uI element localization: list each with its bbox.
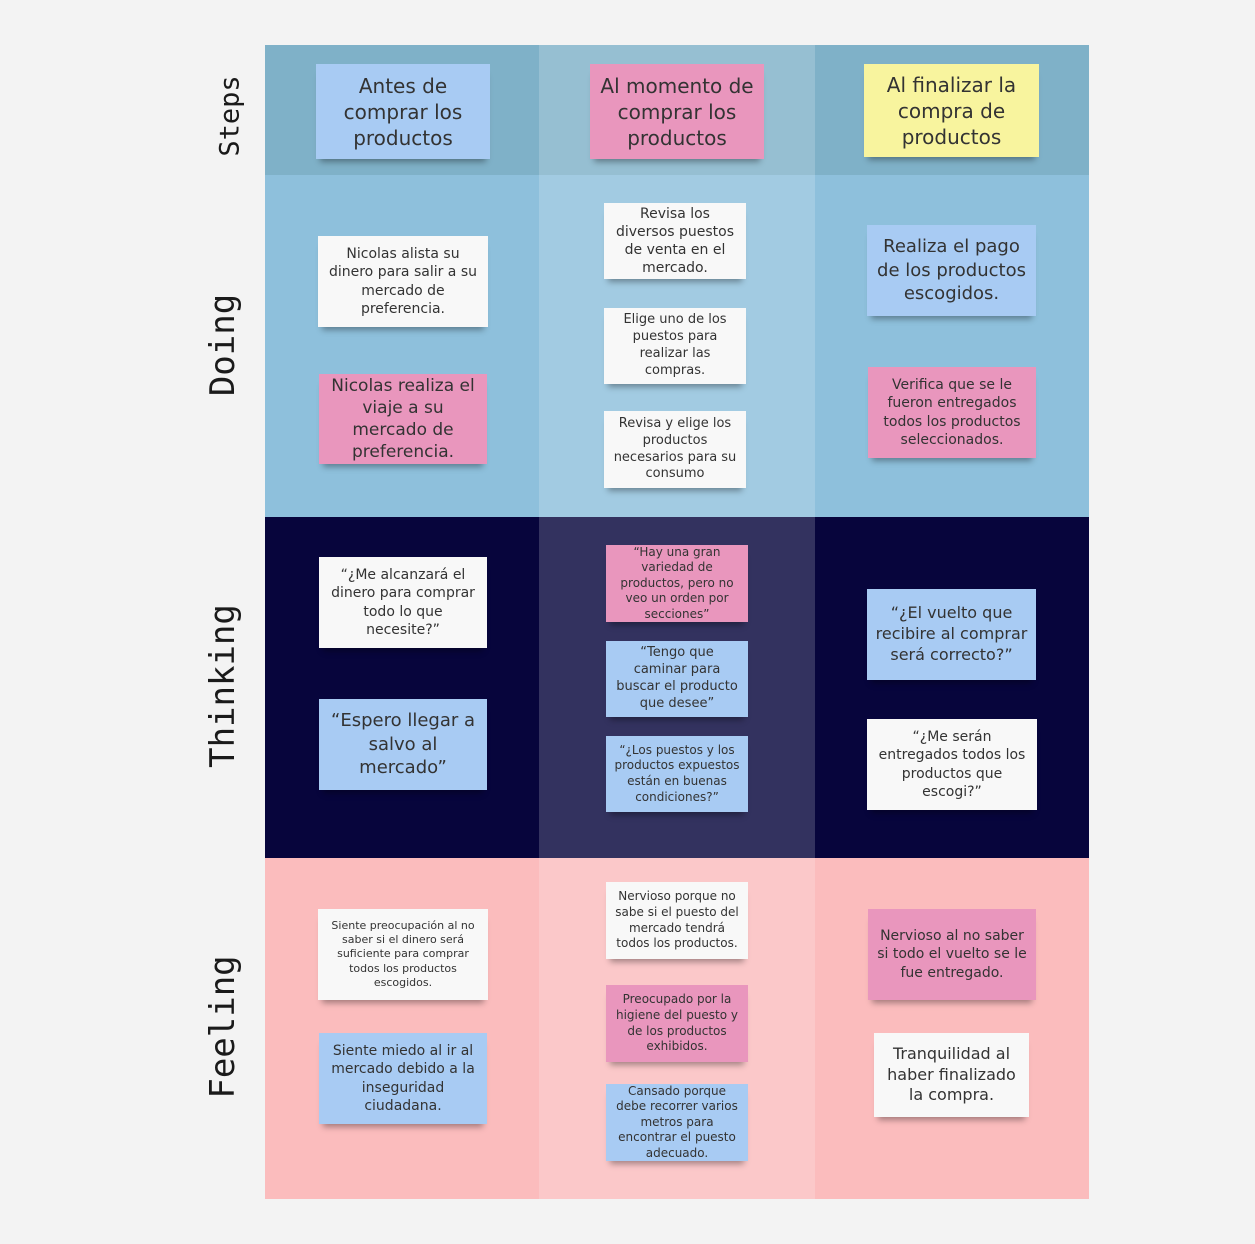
doing-note-6[interactable]: Realiza el pago de los productos escogid… — [867, 225, 1036, 316]
doing-note-2[interactable]: Nicolas realiza el viaje a su mercado de… — [319, 374, 487, 464]
thinking-note-3[interactable]: “Hay una gran variedad de productos, per… — [606, 545, 748, 622]
thinking-note-2[interactable]: “Espero llegar a salvo al mercado” — [319, 699, 487, 790]
step-card-during[interactable]: Al momento de comprar los productos — [590, 64, 764, 159]
thinking-note-1[interactable]: “¿Me alcanzará el dinero para comprar to… — [319, 557, 487, 648]
feeling-note-5[interactable]: Cansado porque debe recorrer varios metr… — [606, 1084, 748, 1161]
row-label-thinking: Thinking — [203, 604, 243, 768]
step-card-after[interactable]: Al finalizar la compra de productos — [864, 64, 1039, 157]
feeling-note-6[interactable]: Nervioso al no saber si todo el vuelto s… — [868, 909, 1036, 1000]
feeling-note-1[interactable]: Siente preocupación al no saber si el di… — [318, 909, 488, 1000]
doing-note-5[interactable]: Revisa y elige los productos necesarios … — [604, 411, 746, 488]
doing-note-4[interactable]: Elige uno de los puestos para realizar l… — [604, 308, 746, 384]
row-label-feeling: Feeling — [203, 955, 243, 1099]
thinking-note-5[interactable]: “¿Los puestos y los productos expuestos … — [606, 736, 748, 812]
feeling-note-2[interactable]: Siente miedo al ir al mercado debido a l… — [319, 1033, 487, 1124]
thinking-note-7[interactable]: “¿Me serán entregados todos los producto… — [867, 719, 1037, 810]
thinking-note-6[interactable]: “¿El vuelto que recibire al comprar será… — [867, 589, 1036, 680]
feeling-note-3[interactable]: Nervioso porque no sabe si el puesto del… — [606, 882, 748, 959]
doing-note-1[interactable]: Nicolas alista su dinero para salir a su… — [318, 236, 488, 327]
row-label-steps: Steps — [214, 75, 246, 157]
step-card-before[interactable]: Antes de comprar los productos — [316, 64, 490, 159]
row-label-doing: Doing — [203, 293, 243, 397]
doing-note-3[interactable]: Revisa los diversos puestos de venta en … — [604, 203, 746, 279]
feeling-note-7[interactable]: Tranquilidad al haber finalizado la comp… — [874, 1033, 1029, 1117]
thinking-note-4[interactable]: “Tengo que caminar para buscar el produc… — [606, 641, 748, 717]
feeling-note-4[interactable]: Preocupado por la higiene del puesto y d… — [606, 985, 748, 1062]
doing-note-7[interactable]: Verifica que se le fueron entregados tod… — [868, 367, 1036, 458]
